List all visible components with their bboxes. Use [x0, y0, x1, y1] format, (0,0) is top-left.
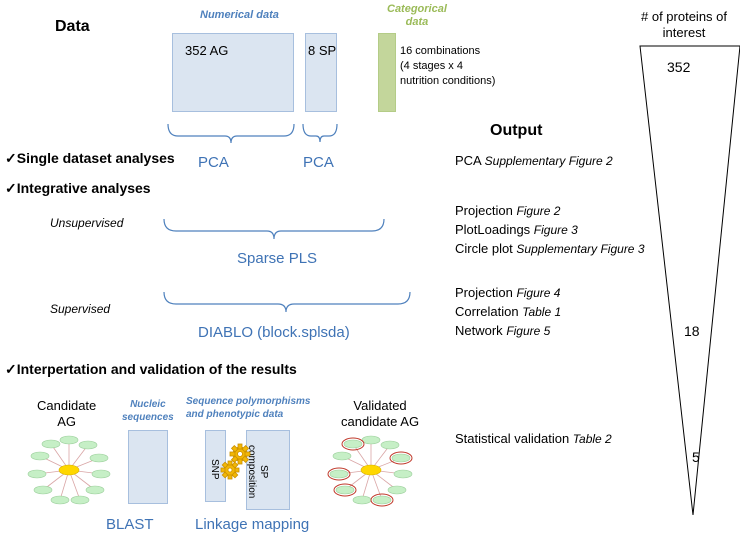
blast-method: BLAST [106, 516, 154, 533]
ag-dataset-box: 352 AG [172, 33, 294, 112]
output-circle-plot: Circle plot Supplementary Figure 3 [455, 241, 645, 256]
brace-sp [302, 123, 338, 143]
output-network: Network Figure 5 [455, 323, 551, 338]
funnel-count-top: 352 [667, 59, 691, 75]
pca-method-1: PCA [198, 154, 229, 171]
ag-dataset-label: 352 AG [185, 43, 229, 58]
brace-diablo [163, 291, 411, 313]
data-title: Data [55, 18, 90, 35]
supervised-label: Supervised [50, 302, 111, 316]
brace-ag [167, 123, 295, 144]
output-plotloadings: PlotLoadings Figure 3 [455, 222, 578, 237]
output-projection-1: Projection Figure 2 [455, 203, 561, 218]
nucleic-sequences-box [128, 430, 168, 504]
linkage-mapping-method: Linkage mapping [195, 516, 310, 533]
brace-spls [163, 218, 385, 240]
sp-dataset-label: 8 SP [308, 43, 337, 58]
funnel-count-mid: 18 [684, 323, 700, 339]
output-correlation: Correlation Table 1 [455, 304, 562, 319]
integrative-heading: ✓Integrative analyses [5, 180, 151, 196]
single-dataset-heading: ✓Single dataset analyses [5, 150, 175, 166]
unsupervised-label: Unsupervised [50, 216, 124, 230]
protein-funnel [639, 45, 740, 516]
numerical-data-label: Numerical data [200, 9, 279, 21]
pca-method-2: PCA [303, 154, 334, 171]
candidate-network-icon [27, 435, 111, 505]
funnel-count-bottom: 5 [692, 449, 700, 465]
output-statistical-validation: Statistical validation Table 2 [455, 431, 612, 446]
output-title: Output [490, 122, 543, 139]
categorical-box [378, 33, 396, 112]
output-projection-2: Projection Figure 4 [455, 285, 561, 300]
validated-network-icon [327, 435, 413, 507]
sp-dataset-box: 8 SP [305, 33, 337, 112]
gears-icon [220, 443, 251, 480]
diablo-method: DIABLO (block.splsda) [198, 324, 350, 341]
interpretation-heading: ✓Interpertation and validation of the re… [5, 361, 297, 377]
output-pca: PCA Supplementary Figure 2 [455, 153, 613, 168]
sparse-pls-method: Sparse PLS [237, 250, 318, 267]
